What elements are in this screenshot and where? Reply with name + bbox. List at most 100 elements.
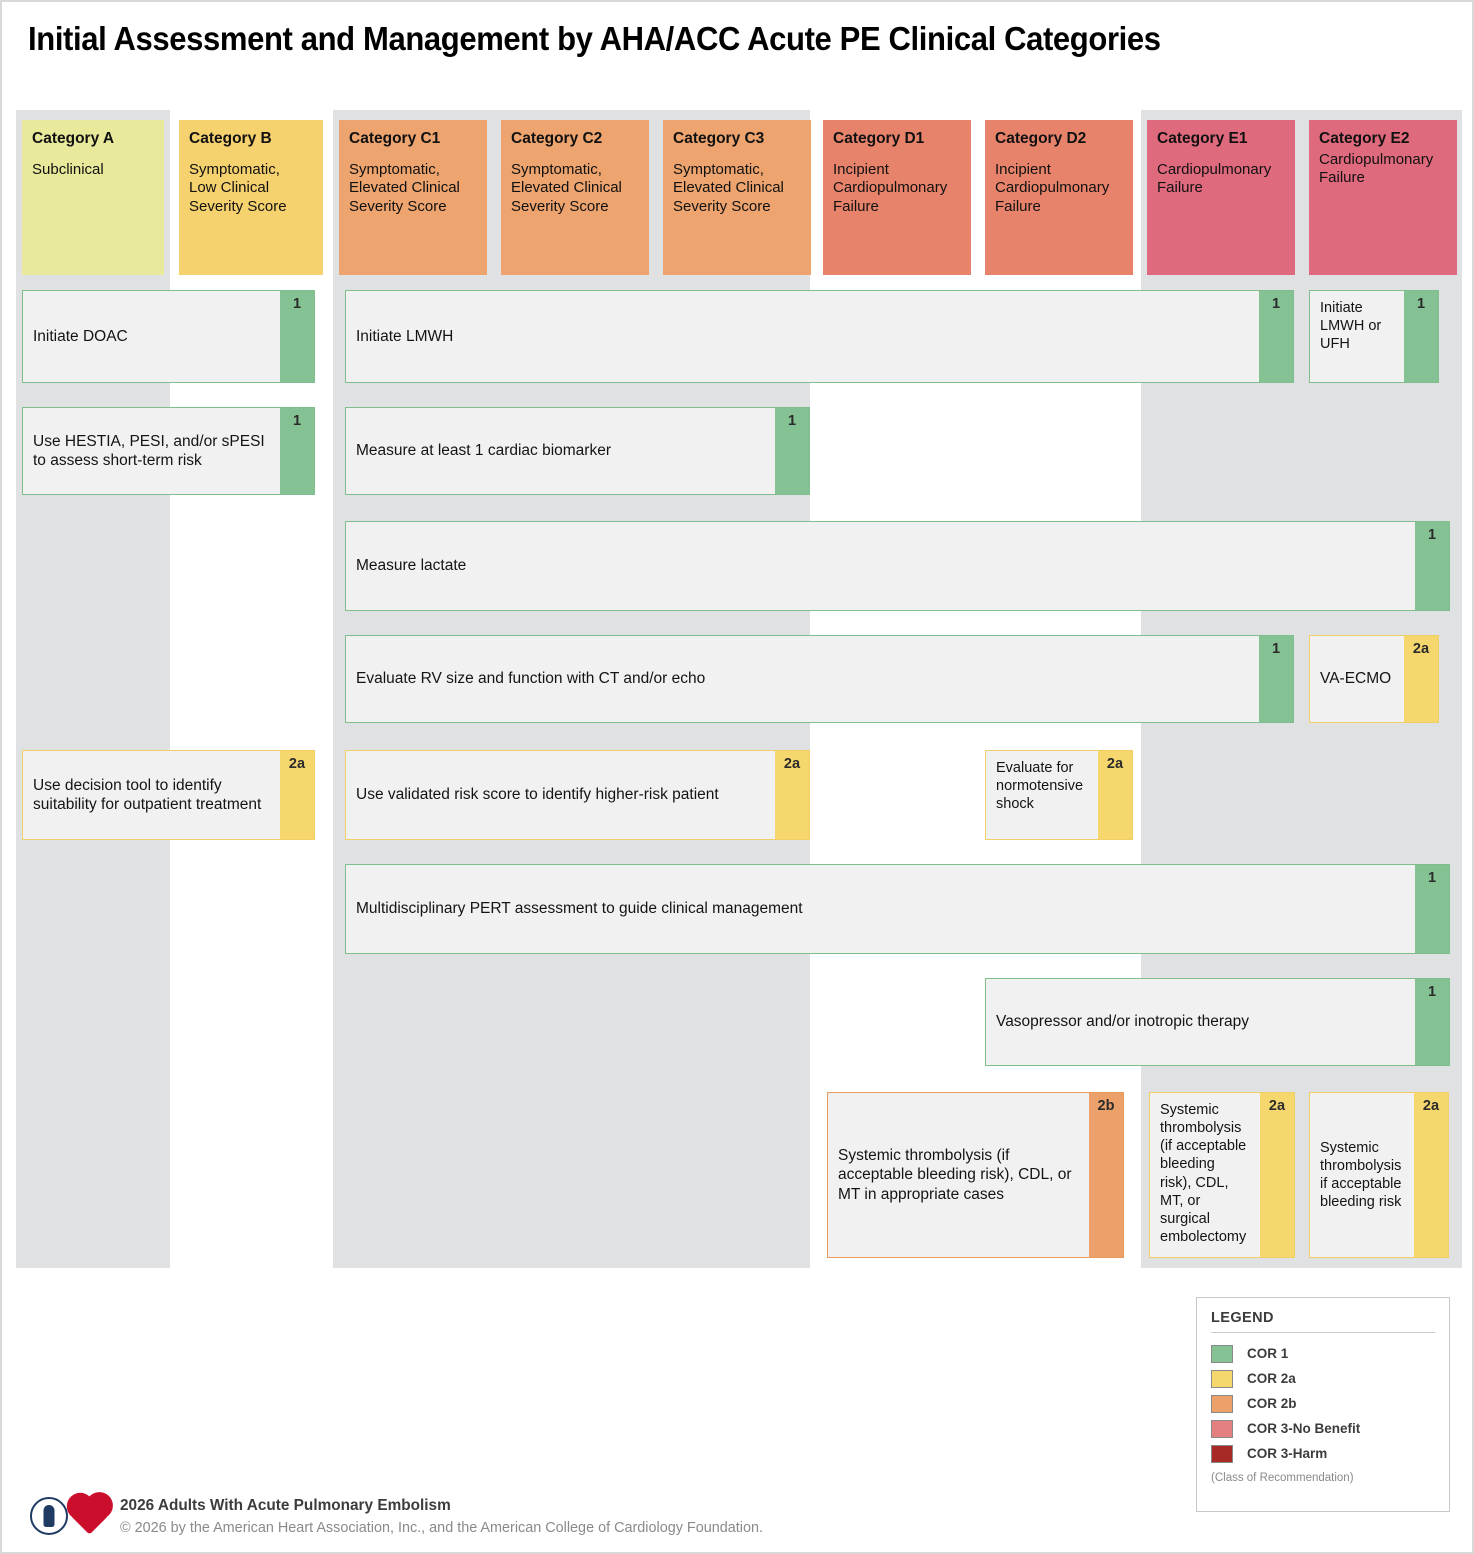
category-desc: Cardiopulmonary Failure — [1157, 160, 1272, 197]
recommendation-body: Initiate LMWH — [346, 291, 1259, 382]
recommendation-text: Measure at least 1 cardiac biomarker — [356, 442, 612, 460]
recommendation-body: VA-ECMO — [1310, 636, 1404, 722]
category-header-c1: Category C1 Symptomatic, Elevated Clinic… — [339, 120, 487, 275]
legend-label: COR 2a — [1247, 1371, 1296, 1386]
recommendation-hestia-pesi-spesi[interactable]: Use HESTIA, PESI, and/or sPESI to assess… — [22, 407, 315, 495]
cor-badge: 2a — [1260, 1093, 1294, 1257]
cor-badge: 1 — [1415, 522, 1449, 610]
recommendation-text: Use HESTIA, PESI, and/or sPESI to assess… — [33, 432, 265, 469]
legend-item-cor2a: COR 2a — [1211, 1366, 1435, 1391]
legend-item-cor1: COR 1 — [1211, 1341, 1435, 1366]
recommendation-text: Evaluate RV size and function with CT an… — [356, 670, 706, 688]
recommendation-body: Initiate LMWH or UFH — [1310, 291, 1404, 382]
cor-badge: 1 — [280, 291, 314, 382]
recommendation-va-ecmo[interactable]: VA-ECMO 2a — [1309, 635, 1439, 723]
recommendation-text: VA-ECMO — [1320, 670, 1392, 688]
recommendation-validated-risk-score[interactable]: Use validated risk score to identify hig… — [345, 750, 810, 840]
cor-badge: 2a — [1414, 1093, 1448, 1257]
acc-logo-icon — [30, 1497, 68, 1536]
category-title: Category C3 — [673, 130, 765, 147]
recommendation-text: Systemic thrombolysis (if acceptable ble… — [1160, 1102, 1247, 1245]
cor-badge: 1 — [1415, 865, 1449, 953]
category-title: Category E2 — [1319, 130, 1410, 147]
category-header-c3: Category C3 Symptomatic, Elevated Clinic… — [663, 120, 811, 275]
recommendation-pert-assessment[interactable]: Multidisciplinary PERT assessment to gui… — [345, 864, 1450, 954]
column-band-a — [16, 110, 170, 1268]
legend-swatch — [1211, 1444, 1233, 1463]
recommendation-body: Measure lactate — [346, 522, 1415, 610]
category-desc: Symptomatic, Low Clinical Severity Score — [189, 160, 287, 215]
page-title: Initial Assessment and Management by AHA… — [28, 20, 1161, 57]
recommendation-body: Multidisciplinary PERT assessment to gui… — [346, 865, 1415, 953]
recommendation-initiate-lmwh-ufh[interactable]: Initiate LMWH or UFH 1 — [1309, 290, 1439, 383]
category-header-d2: Category D2 Incipient Cardiopulmonary Fa… — [985, 120, 1133, 275]
cor-badge: 1 — [1259, 291, 1293, 382]
recommendation-body: Systemic thrombolysis (if acceptable ble… — [1150, 1093, 1260, 1257]
recommendation-decision-tool[interactable]: Use decision tool to identify suitabilit… — [22, 750, 315, 840]
recommendation-body: Use decision tool to identify suitabilit… — [23, 751, 280, 839]
category-header-b: Category B Symptomatic, Low Clinical Sev… — [179, 120, 323, 275]
recommendation-text: Initiate LMWH — [356, 327, 454, 345]
recommendation-text: Evaluate for normotensive shock — [996, 760, 1084, 813]
recommendation-thrombolysis-e2[interactable]: Systemic thrombolysis if acceptable blee… — [1309, 1092, 1449, 1258]
category-desc: Incipient Cardiopulmonary Failure — [995, 160, 1110, 215]
cor-badge: 2a — [775, 751, 809, 839]
cor-badge: 1 — [775, 408, 809, 494]
recommendation-body: Systemic thrombolysis (if acceptable ble… — [828, 1093, 1089, 1257]
footer: 2026 Adults With Acute Pulmonary Embolis… — [30, 1494, 790, 1539]
category-desc: Symptomatic, Elevated Clinical Severity … — [349, 160, 460, 215]
category-title: Category A — [32, 130, 115, 147]
legend-swatch — [1211, 1344, 1233, 1363]
recommendation-vasopressor[interactable]: Vasopressor and/or inotropic therapy 1 — [985, 978, 1450, 1066]
category-desc: Cardiopulmonary Failure — [1319, 150, 1434, 187]
recommendation-text: Use decision tool to identify suitabilit… — [33, 776, 262, 813]
category-header-a: Category A Subclinical — [22, 120, 164, 275]
category-title: Category D1 — [833, 130, 925, 147]
cor-badge: 1 — [1415, 979, 1449, 1065]
legend-label: COR 3-Harm — [1247, 1446, 1328, 1461]
footer-text: 2026 Adults With Acute Pulmonary Embolis… — [120, 1494, 790, 1539]
recommendation-initiate-lmwh[interactable]: Initiate LMWH 1 — [345, 290, 1294, 383]
recommendation-thrombolysis-d1[interactable]: Systemic thrombolysis (if acceptable ble… — [827, 1092, 1124, 1258]
category-title: Category E1 — [1157, 130, 1248, 147]
legend-swatch — [1211, 1419, 1233, 1438]
cor-badge: 1 — [280, 408, 314, 494]
legend-note: (Class of Recommendation) — [1211, 1472, 1354, 1484]
recommendation-body: Initiate DOAC — [23, 291, 280, 382]
recommendation-text: Vasopressor and/or inotropic therapy — [996, 1013, 1250, 1031]
category-header-c2: Category C2 Symptomatic, Elevated Clinic… — [501, 120, 649, 275]
recommendation-normotensive-shock[interactable]: Evaluate for normotensive shock 2a — [985, 750, 1133, 840]
recommendation-text: Systemic thrombolysis if acceptable blee… — [1320, 1139, 1402, 1211]
recommendation-body: Systemic thrombolysis if acceptable blee… — [1310, 1093, 1414, 1257]
cor-badge: 2b — [1089, 1093, 1123, 1257]
recommendation-measure-lactate[interactable]: Measure lactate 1 — [345, 521, 1450, 611]
cor-badge: 2a — [1098, 751, 1132, 839]
recommendation-text: Multidisciplinary PERT assessment to gui… — [356, 900, 803, 918]
cor-badge: 1 — [1259, 636, 1293, 722]
legend-item-cor2b: COR 2b — [1211, 1391, 1435, 1416]
recommendation-initiate-doac[interactable]: Initiate DOAC 1 — [22, 290, 315, 383]
recommendation-evaluate-rv[interactable]: Evaluate RV size and function with CT an… — [345, 635, 1294, 723]
cor-badge: 2a — [1404, 636, 1438, 722]
recommendation-text: Initiate DOAC — [33, 327, 128, 345]
cor-badge: 1 — [1404, 291, 1438, 382]
recommendation-thrombolysis-e1[interactable]: Systemic thrombolysis (if acceptable ble… — [1149, 1092, 1295, 1258]
legend-swatch — [1211, 1394, 1233, 1413]
legend-label: COR 2b — [1247, 1396, 1297, 1411]
footer-logos — [30, 1496, 109, 1536]
recommendation-text: Measure lactate — [356, 557, 467, 575]
flame-shape — [87, 1496, 95, 1513]
category-title: Category B — [189, 130, 272, 147]
recommendation-cardiac-biomarker[interactable]: Measure at least 1 cardiac biomarker 1 — [345, 407, 810, 495]
category-header-e1: Category E1 Cardiopulmonary Failure — [1147, 120, 1295, 275]
recommendation-body: Measure at least 1 cardiac biomarker — [346, 408, 775, 494]
category-title: Category C1 — [349, 130, 441, 147]
recommendation-body: Evaluate for normotensive shock — [986, 751, 1098, 839]
recommendation-body: Use validated risk score to identify hig… — [346, 751, 775, 839]
footer-line-2: © 2026 by the American Heart Association… — [120, 1519, 763, 1537]
category-title: Category D2 — [995, 130, 1087, 147]
cor-badge: 2a — [280, 751, 314, 839]
legend-item-cor3-harm: COR 3-Harm — [1211, 1441, 1435, 1466]
legend-item-cor3-no-benefit: COR 3-No Benefit — [1211, 1416, 1435, 1441]
